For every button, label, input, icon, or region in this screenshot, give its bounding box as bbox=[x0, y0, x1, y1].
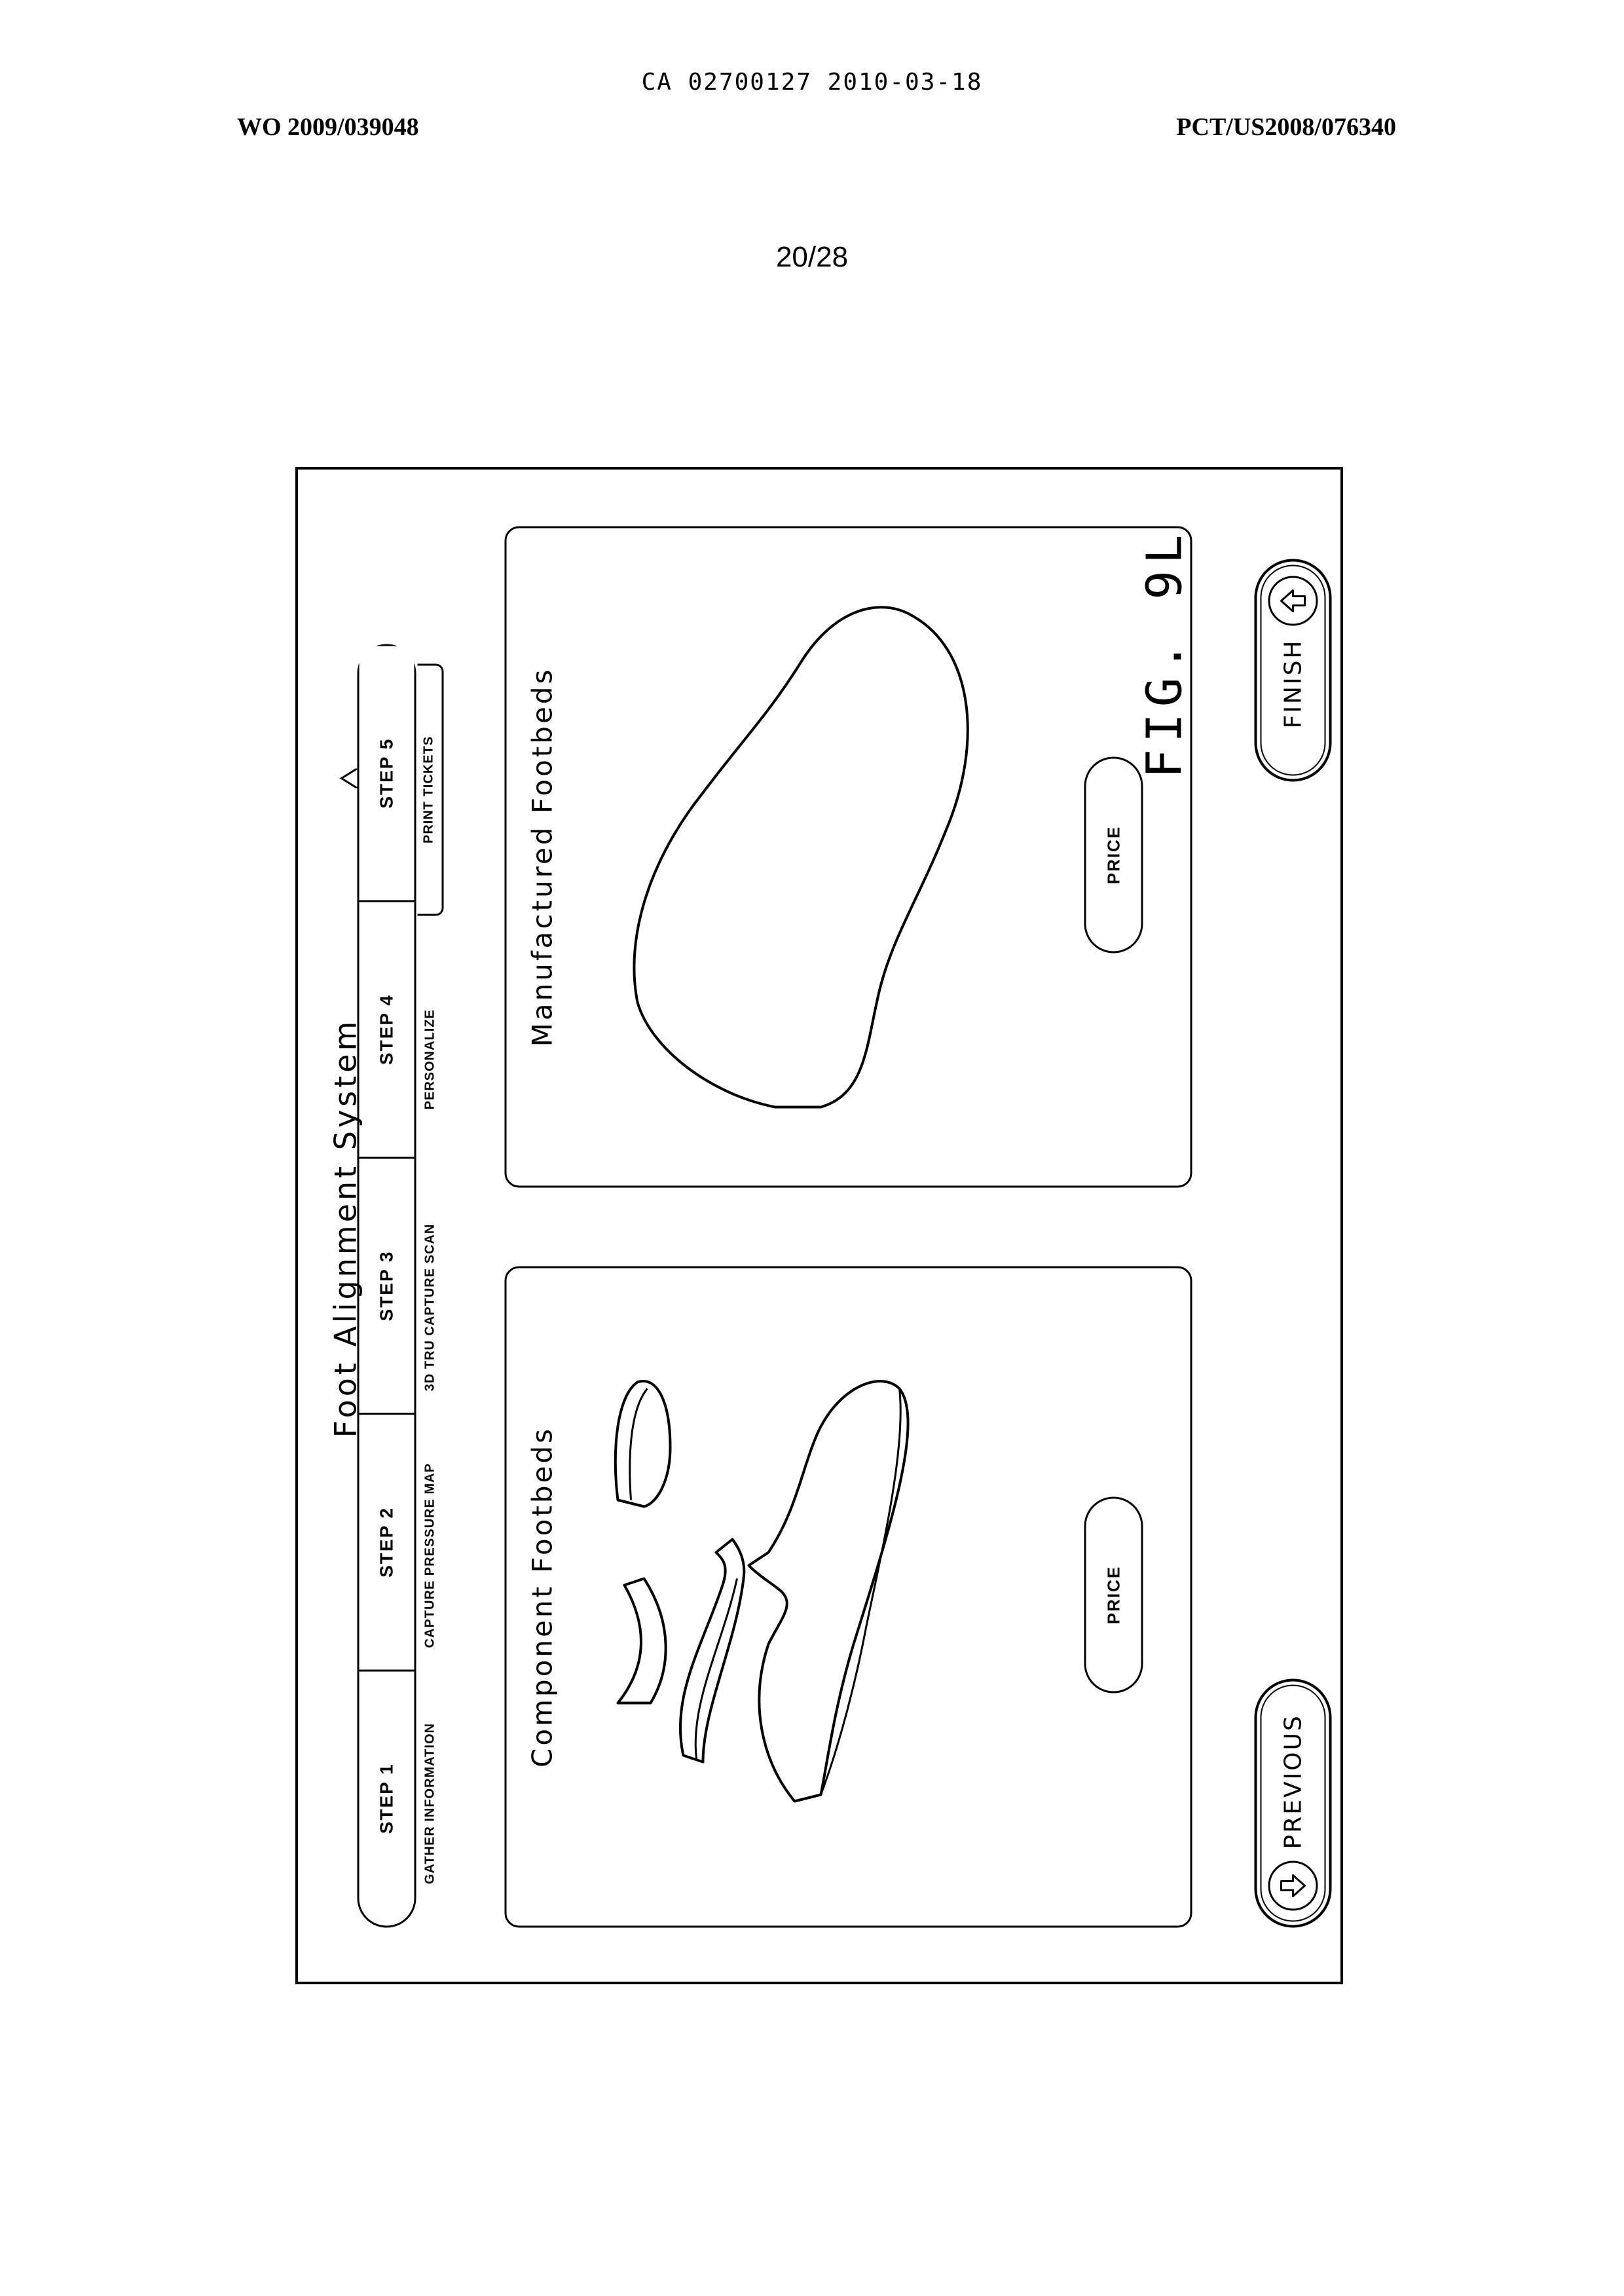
finish-button[interactable]: FINISH bbox=[1255, 559, 1332, 782]
app-screen-frame: Foot Alignment System STEP 1 STEP 2 STEP… bbox=[295, 467, 1343, 1984]
component-footbeds-price-button[interactable]: PRICE bbox=[1084, 1497, 1143, 1694]
figure-label: FIG. 9L bbox=[1137, 528, 1193, 779]
step-progress-bar: STEP 1 STEP 2 STEP 3 STEP 4 STEP 5 bbox=[358, 644, 416, 1928]
step-2-tab[interactable]: STEP 2 bbox=[360, 1413, 415, 1669]
page-number: 20/28 bbox=[0, 241, 1624, 274]
document-header: CA 02700127 2010-03-18 WO 2009/039048 PC… bbox=[0, 0, 1624, 301]
finish-button-outline bbox=[1261, 565, 1326, 776]
step-2-sublabel: CAPTURE PRESSURE MAP bbox=[418, 1432, 444, 1680]
manufactured-footbed-illustration bbox=[605, 570, 998, 1134]
step-1-tab[interactable]: STEP 1 bbox=[360, 1669, 415, 1925]
step-5-tab[interactable]: STEP 5 bbox=[360, 646, 415, 900]
pct-number: PCT/US2008/076340 bbox=[1176, 113, 1396, 141]
document-id: CA 02700127 2010-03-18 bbox=[0, 69, 1624, 96]
manufactured-footbeds-title: Manufactured Footbeds bbox=[526, 528, 559, 1186]
previous-button-outline bbox=[1261, 1685, 1326, 1922]
active-step-pointer-icon bbox=[339, 769, 359, 788]
component-footbeds-panel[interactable]: Component Footbeds PRICE bbox=[505, 1267, 1192, 1928]
step-4-sublabel: PERSONALIZE bbox=[418, 935, 444, 1183]
app-ui: Foot Alignment System STEP 1 STEP 2 STEP… bbox=[299, 470, 1346, 1987]
manufactured-footbeds-panel[interactable]: Manufactured Footbeds PRICE bbox=[505, 527, 1192, 1188]
publication-number: WO 2009/039048 bbox=[237, 113, 419, 141]
step-sublabels: GATHER INFORMATION CAPTURE PRESSURE MAP … bbox=[418, 644, 444, 1928]
step-3-tab[interactable]: STEP 3 bbox=[360, 1157, 415, 1413]
step-4-tab[interactable]: STEP 4 bbox=[360, 900, 415, 1157]
manufactured-footbeds-price-button[interactable]: PRICE bbox=[1084, 757, 1143, 954]
step-1-sublabel: GATHER INFORMATION bbox=[418, 1680, 444, 1928]
component-footbeds-illustration bbox=[599, 1343, 1005, 1841]
step-3-sublabel: 3D TRU CAPTURE SCAN bbox=[418, 1183, 444, 1432]
previous-button[interactable]: PREVIOUS bbox=[1255, 1679, 1332, 1928]
step-5-sublabel: PRINT TICKETS bbox=[418, 664, 444, 916]
component-footbeds-title: Component Footbeds bbox=[526, 1268, 559, 1926]
